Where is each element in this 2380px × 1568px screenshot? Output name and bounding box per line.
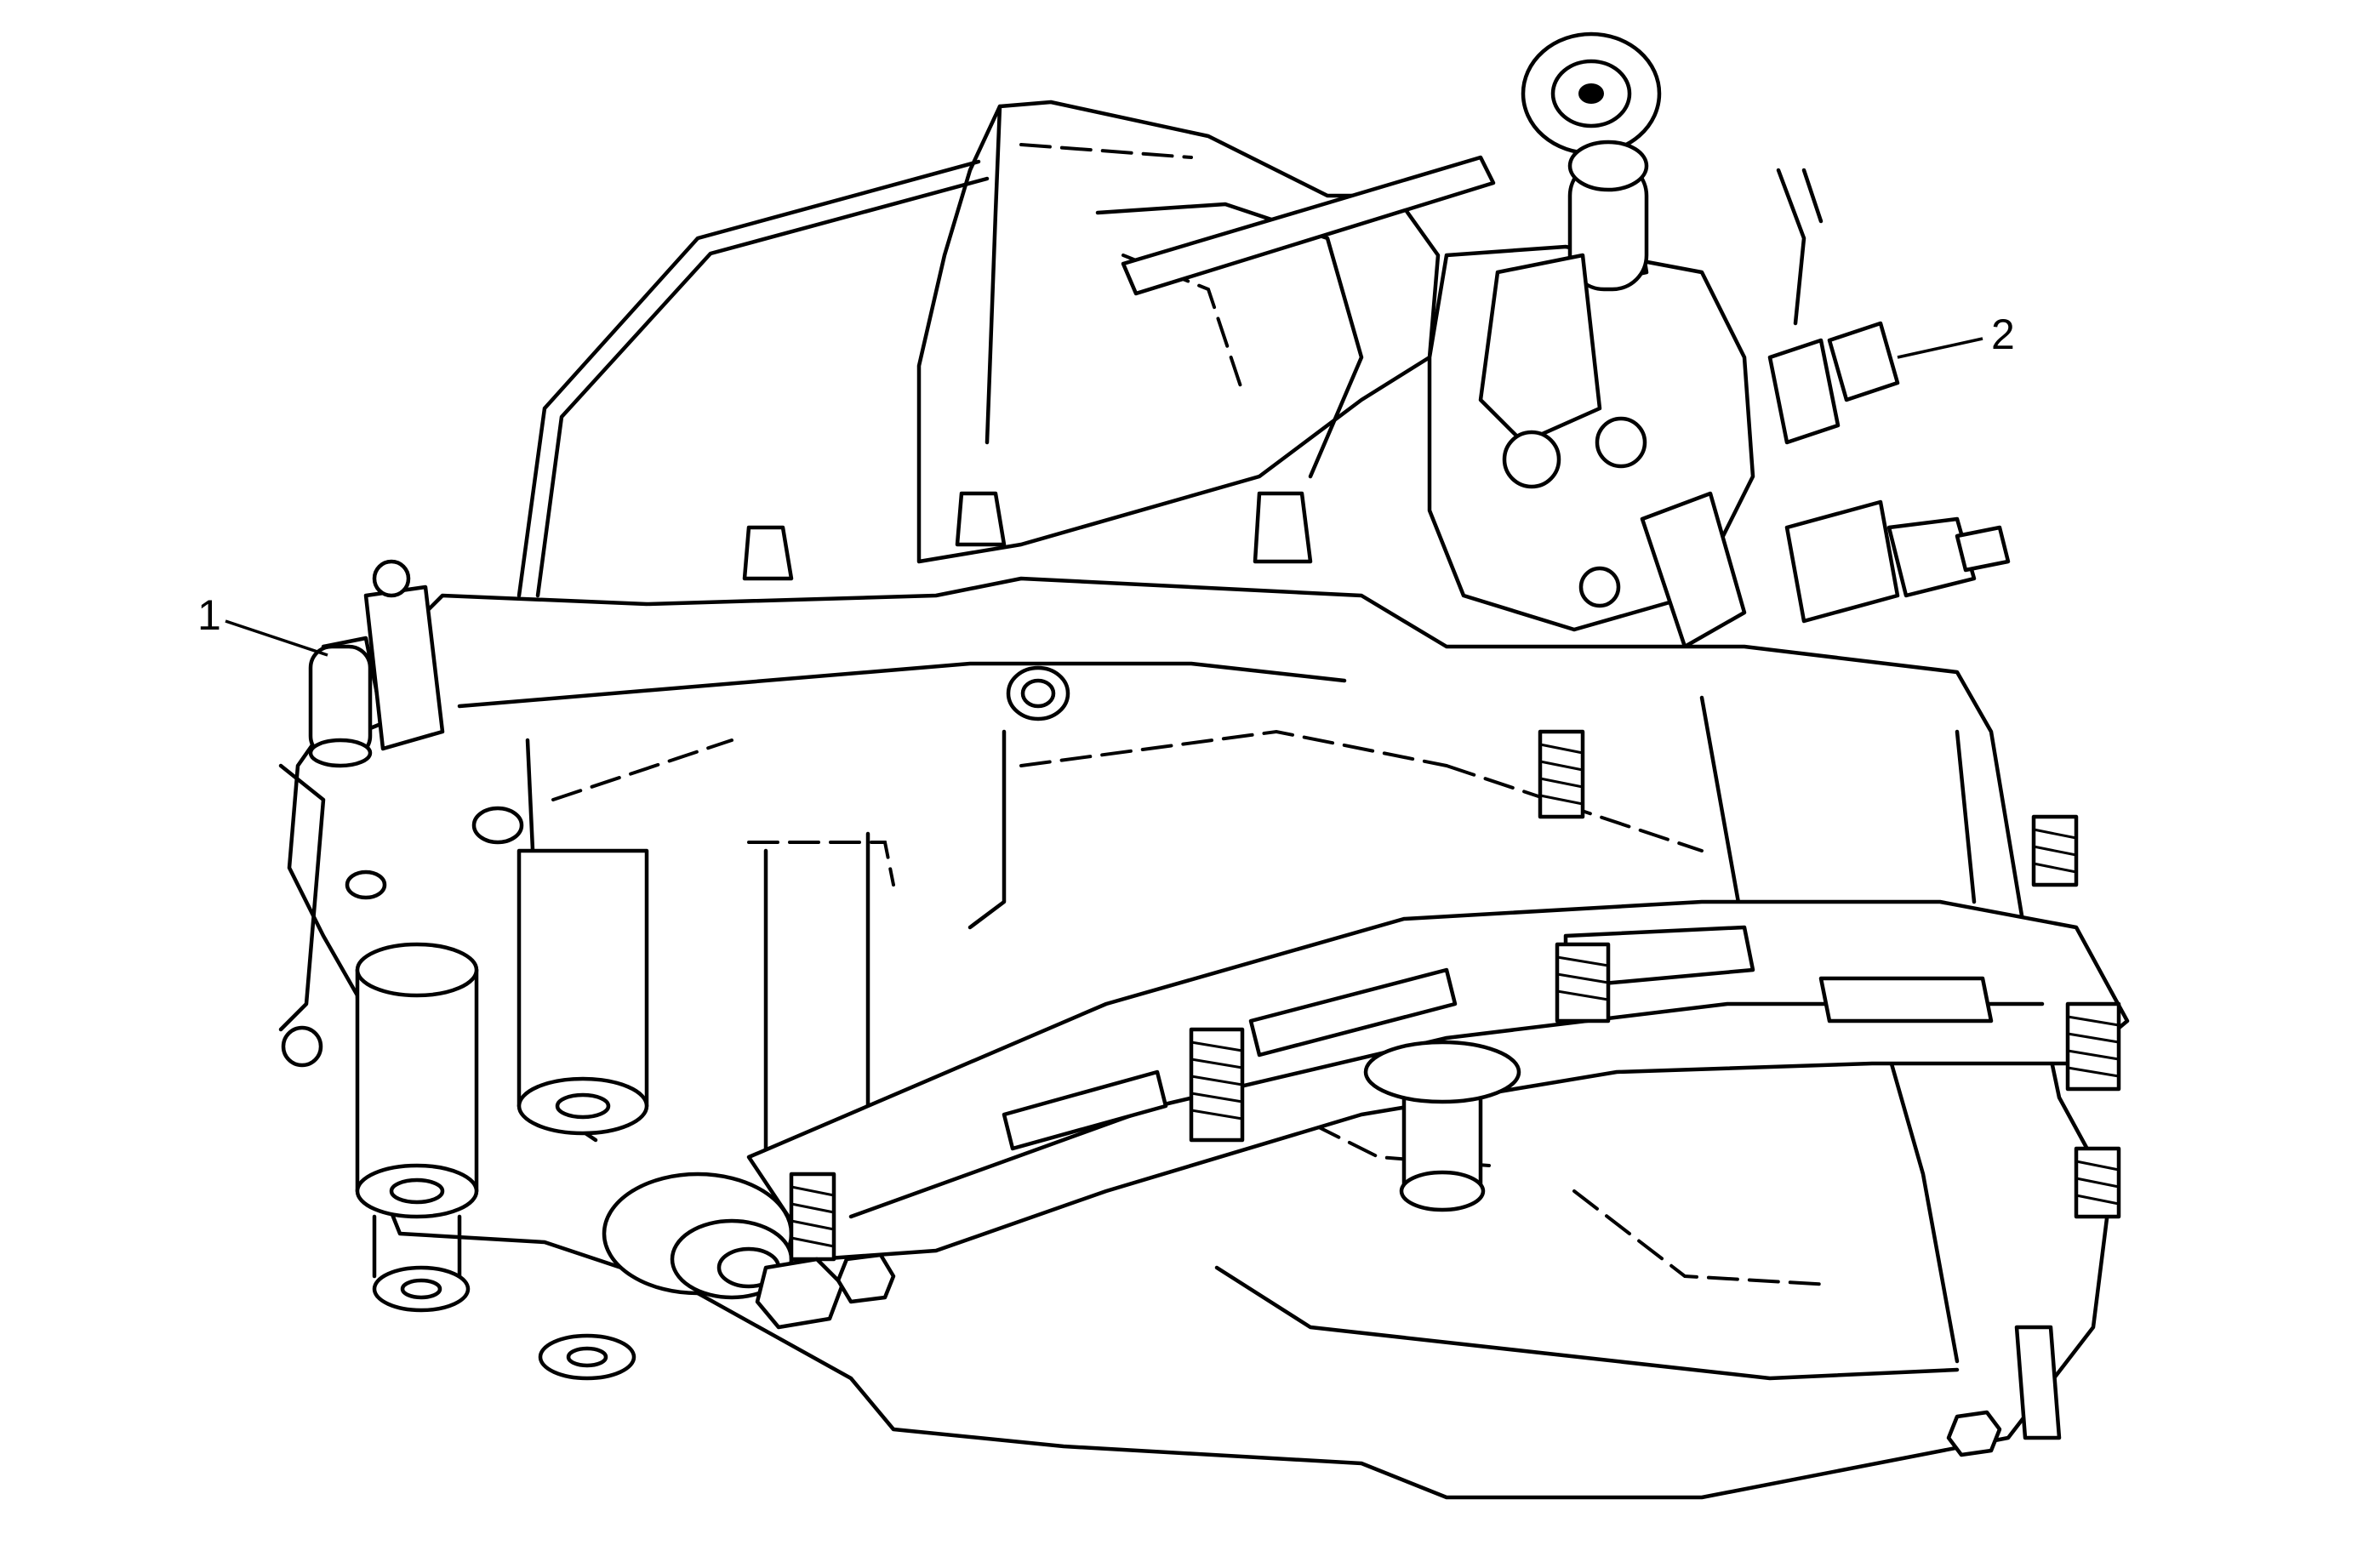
studs xyxy=(789,729,2121,1440)
left-bosses xyxy=(355,848,649,1381)
component-1-speed-sensor xyxy=(278,559,445,1068)
case-top-bosses xyxy=(345,491,1313,900)
callout-2-label: 2 xyxy=(1991,311,2015,358)
output-seal xyxy=(602,1172,794,1300)
callout-leaders xyxy=(225,337,1983,657)
callout-1-leader xyxy=(225,619,328,657)
shift-mechanism xyxy=(1427,31,2011,649)
center-boss xyxy=(1363,1040,1521,1212)
bottom-fasteners xyxy=(755,1252,2002,1457)
callout-2-leader xyxy=(1897,337,1983,359)
shift-rod xyxy=(1121,155,1496,296)
breather-tube xyxy=(517,159,990,598)
callout-1-label: 1 xyxy=(197,591,221,639)
